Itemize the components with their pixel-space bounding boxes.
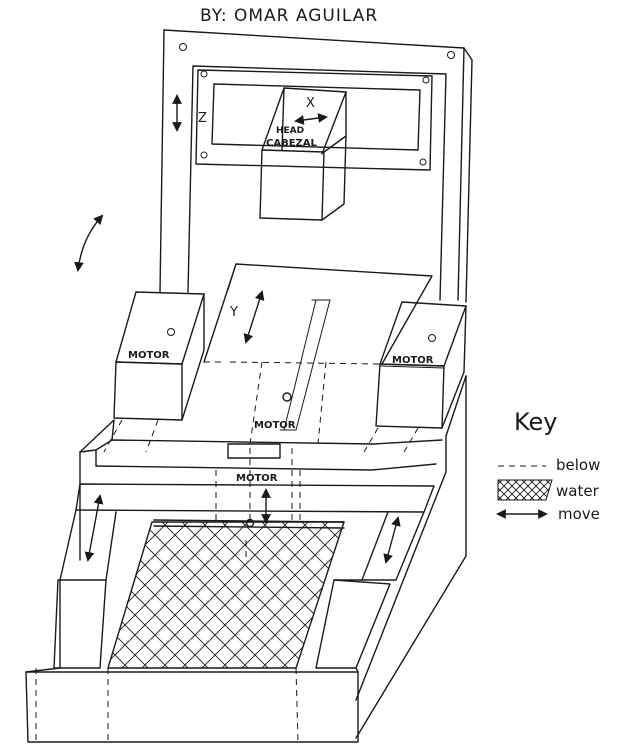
axis-x-label: X [306, 96, 315, 111]
key-title: Key [514, 408, 558, 436]
hatch-line [360, 520, 510, 670]
motor-right [375, 301, 467, 429]
hatch-line [0, 520, 50, 670]
hatch-line [319, 522, 344, 668]
author-title: BY: OMAR AGUILAR [200, 6, 378, 26]
hatch-line [0, 520, 90, 670]
hidden-lines [35, 361, 419, 743]
key-item-water: water [556, 482, 600, 500]
bolt-hole-icon [422, 76, 430, 84]
bolt-hole-icon [428, 334, 436, 342]
axis-z-label: Z [198, 111, 207, 126]
hatch-line [0, 520, 30, 670]
left-rail-move-arrow-icon [84, 494, 104, 562]
axis-y-label: Y [229, 305, 238, 320]
hatch-line [535, 480, 552, 500]
hatch-line [0, 520, 10, 670]
y-axis-arrow-icon [243, 290, 265, 344]
hatch-line [456, 478, 480, 502]
hatch-line [416, 478, 440, 502]
hatch-line [440, 520, 590, 670]
water-hatch-pattern [0, 520, 625, 670]
water-tank [0, 520, 625, 670]
hatch-line [448, 478, 472, 502]
bolt-hole-icon [200, 151, 208, 159]
hatch-line [339, 522, 344, 668]
hatch-line [460, 520, 610, 670]
hatch-line [400, 520, 550, 670]
hatch-line [360, 520, 510, 670]
key-item-below: below [556, 456, 600, 474]
hatch-line [460, 520, 610, 670]
bolt-hole-icon [447, 51, 455, 59]
gantry-frame [159, 29, 473, 303]
hatch-line [108, 522, 131, 668]
hatch-line [464, 478, 488, 502]
key-legend: Key below water move [408, 408, 600, 523]
head-cabezal [259, 87, 347, 221]
hatch-line [0, 520, 50, 670]
hatch-line [500, 520, 625, 670]
hatch-line [464, 478, 488, 502]
hatch-line [543, 480, 552, 500]
hatch-line [0, 520, 90, 670]
hatch-line [416, 478, 440, 502]
right-rail-move-arrow-icon [383, 516, 401, 564]
hatch-line [440, 478, 464, 502]
hatch-line [279, 522, 344, 668]
hatch-line [456, 478, 480, 502]
head-label: HEAD [276, 126, 304, 136]
hatch-line [480, 520, 625, 670]
motor-left-label: MOTOR [128, 350, 170, 361]
y-table [203, 263, 433, 431]
key-item-move: move [558, 505, 600, 523]
cross-beam [195, 69, 433, 171]
hatch-line [0, 520, 10, 670]
hatch-line [0, 520, 30, 670]
hatch-line [500, 520, 625, 670]
hatch-line [440, 478, 464, 502]
base-box [25, 375, 467, 743]
hatch-line [219, 522, 344, 668]
rotation-arrow-icon [74, 214, 104, 272]
slot-bolt-icon [282, 392, 292, 402]
hatch-line [408, 478, 432, 502]
hatch-line [239, 522, 344, 668]
hatch-line [408, 478, 432, 502]
hatch-line [380, 520, 530, 670]
hatch-line [339, 522, 344, 668]
hatch-line [480, 520, 625, 670]
bolt-hole-icon [419, 158, 427, 166]
motor-left [113, 291, 205, 421]
hatch-line [108, 522, 151, 668]
motor-center-label: MOTOR [254, 420, 296, 431]
cabezal-label: CABEZAL [266, 138, 318, 149]
motor-right-label: MOTOR [392, 355, 434, 366]
hatch-line [319, 522, 344, 668]
motor-lower-label: MOTOR [236, 473, 278, 484]
x-axis-arrow-icon [294, 113, 328, 125]
hatch-line [472, 478, 496, 502]
hatch-line [108, 522, 131, 668]
hatch-line [448, 478, 472, 502]
hatch-line [380, 520, 530, 670]
bolt-hole-icon [179, 43, 187, 51]
hatch-line [299, 522, 344, 668]
hatch-line [472, 478, 496, 502]
bolt-hole-icon [200, 70, 208, 78]
hatch-line [400, 520, 550, 670]
bolt-hole-icon [167, 328, 175, 336]
hatch-line [440, 520, 590, 670]
